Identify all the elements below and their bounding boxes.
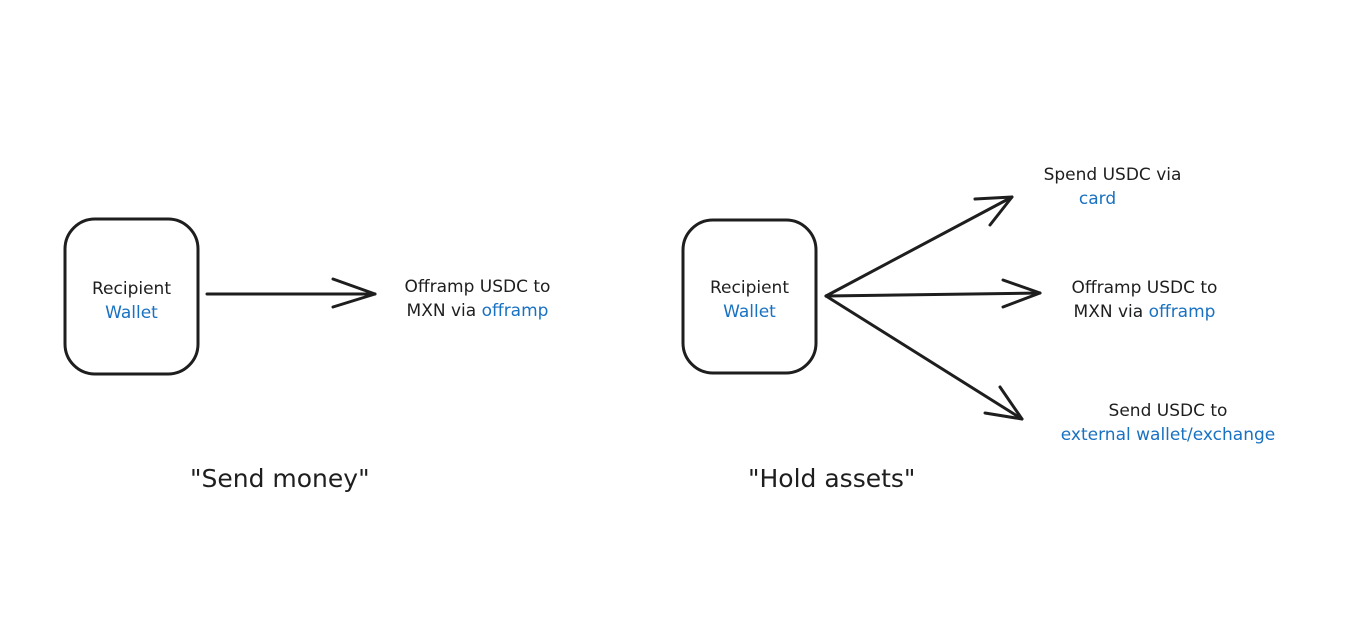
- wallet-label-line1: Recipient: [92, 279, 171, 299]
- external-line1: Send USDC to: [1108, 401, 1228, 421]
- right-offramp-label: Offramp USDC to MXN via offramp: [1052, 276, 1237, 324]
- offramp-prefix: MXN via: [406, 301, 482, 321]
- arrow-to-offramp: [824, 278, 1042, 309]
- left-offramp-label: Offramp USDC to MXN via offramp: [385, 275, 570, 323]
- offramp-link: offramp: [1148, 302, 1216, 322]
- offramp-line1: Offramp USDC to: [1071, 278, 1218, 298]
- right-wallet-box: [681, 218, 818, 375]
- offramp-prefix: MXN via: [1073, 302, 1149, 322]
- wallet-label-line2: Wallet: [105, 303, 158, 323]
- offramp-link: offramp: [481, 301, 549, 321]
- arrow-to-external: [824, 294, 1024, 421]
- card-label: Spend USDC via card: [1020, 163, 1205, 211]
- left-wallet-label: Recipient Wallet: [65, 277, 198, 325]
- right-wallet-label: Recipient Wallet: [683, 276, 816, 324]
- card-link: card: [1078, 189, 1117, 209]
- left-arrow: [205, 277, 377, 309]
- external-link: external wallet/exchange: [1060, 425, 1276, 445]
- wallet-label-line2: Wallet: [723, 302, 776, 322]
- arrow-to-card: [824, 195, 1014, 298]
- offramp-line1: Offramp USDC to: [404, 277, 551, 297]
- caption-send-money: "Send money": [190, 464, 370, 493]
- left-wallet-box: [63, 217, 200, 376]
- external-label: Send USDC to external wallet/exchange: [1048, 399, 1288, 447]
- wallet-label-line1: Recipient: [710, 278, 789, 298]
- caption-hold-assets: "Hold assets": [748, 464, 916, 493]
- card-line1: Spend USDC via: [1043, 165, 1182, 185]
